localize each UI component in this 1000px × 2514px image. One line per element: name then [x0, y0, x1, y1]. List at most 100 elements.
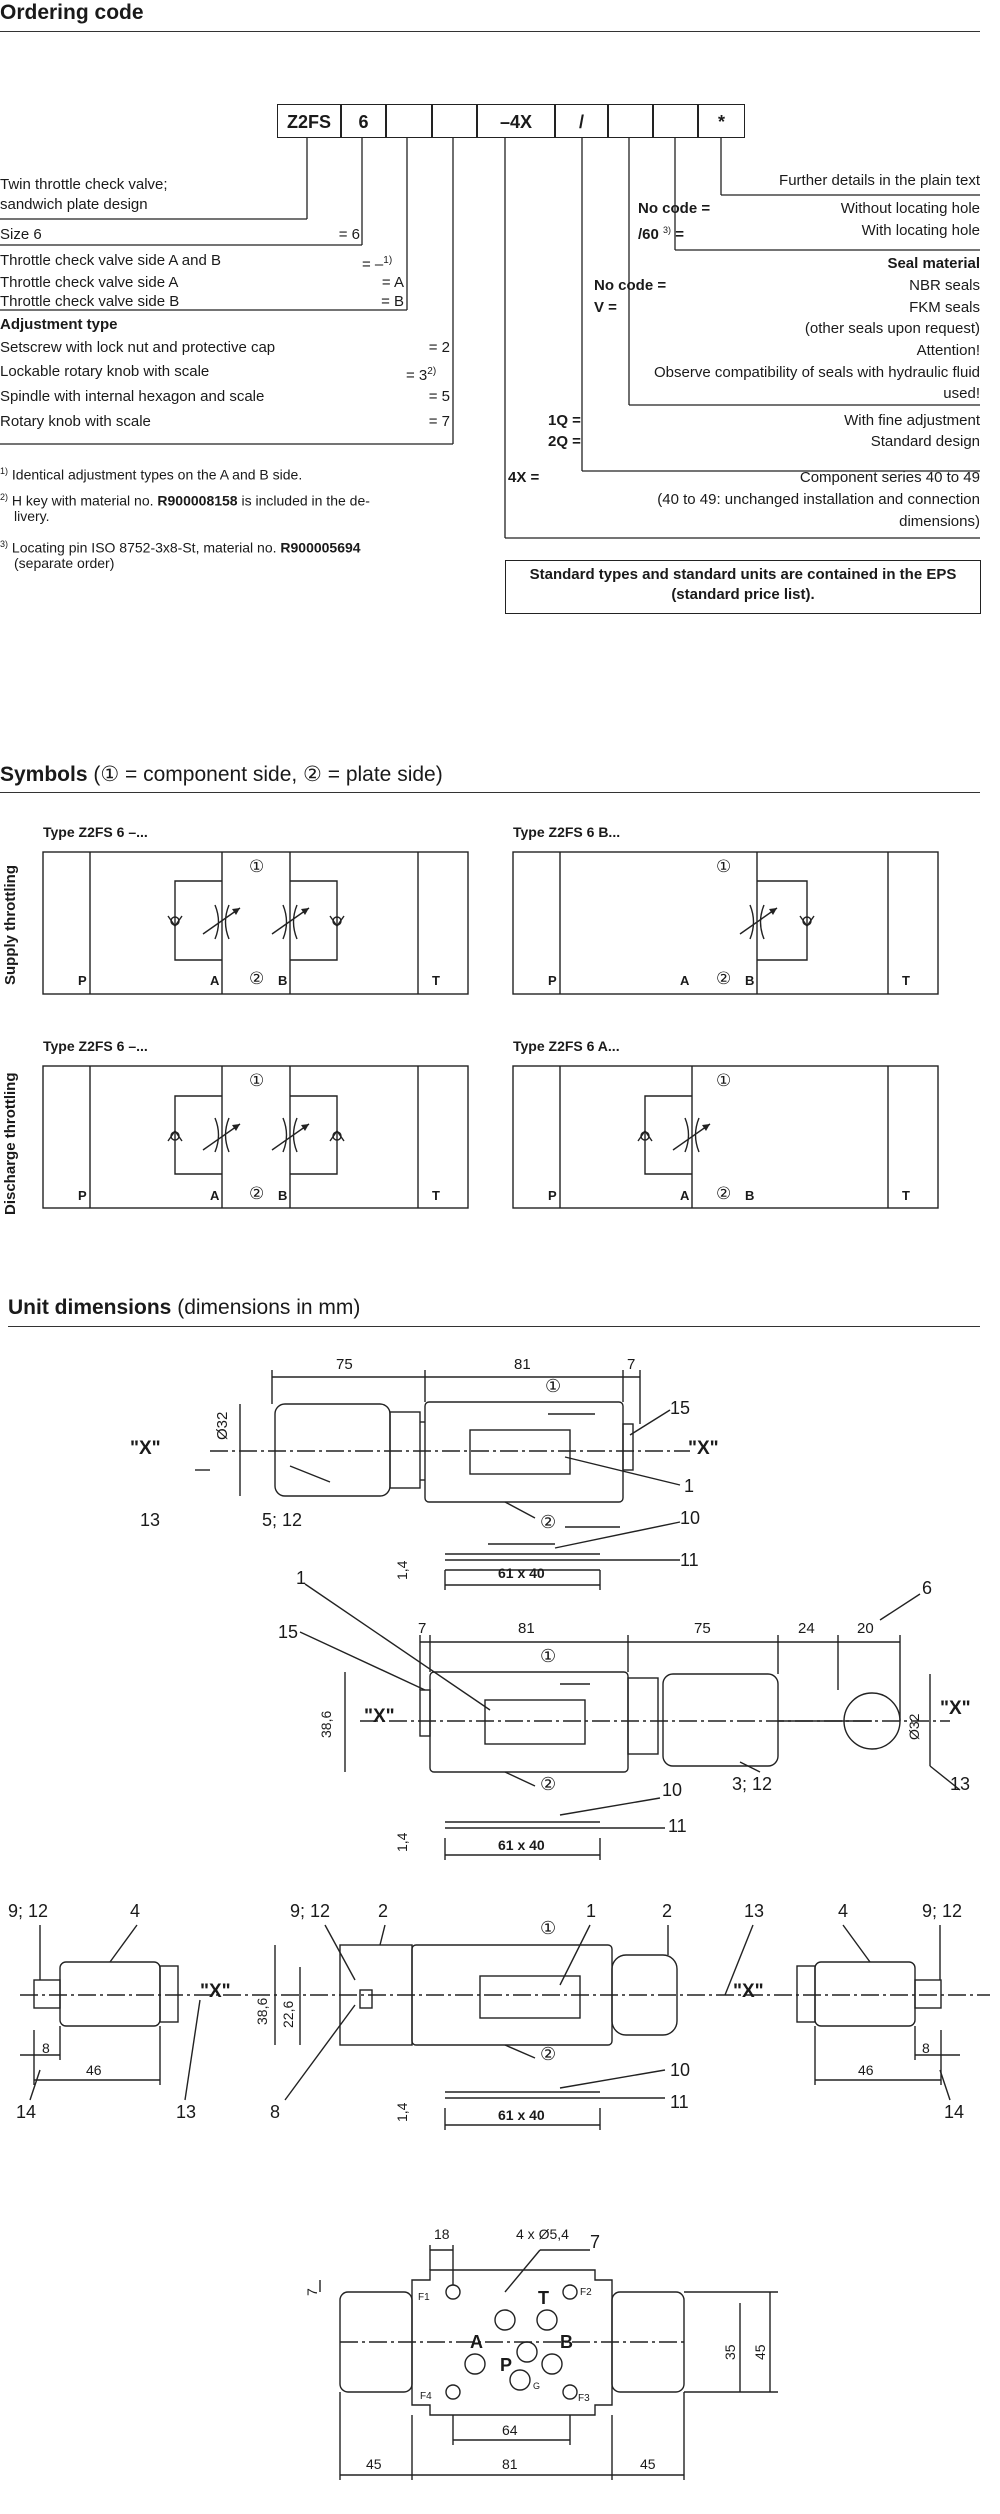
seal-other: (other seals upon request): [804, 320, 980, 337]
v3-mark-component-side: ①: [540, 1918, 557, 1938]
ab-label: Throttle check valve side A and B: [0, 252, 221, 269]
code-cell-star: *: [698, 104, 745, 138]
symbol1-title: Type Z2FS 6 –...: [43, 824, 148, 840]
ordering-leaders: [0, 138, 980, 539]
x4-value: Component series 40 to 49: [799, 469, 980, 486]
v3-x-left: "X": [200, 1981, 231, 2002]
code-cell-component-series: –4X: [477, 104, 555, 138]
q1-value: With fine adjustment: [844, 412, 980, 429]
v2-dim-61x40: 61 x 40: [498, 1837, 545, 1853]
symbol2-title: Type Z2FS 6 B...: [513, 824, 621, 840]
v2-dim-d32: Ø32: [906, 1713, 922, 1740]
v3-callout-4-left: 4: [130, 1901, 141, 1921]
v3-dim-8-left: 8: [42, 2040, 50, 2056]
v3-dim-38-6: 38,6: [254, 1997, 270, 2025]
seal-nocode-label: No code =: [594, 277, 667, 294]
v1-dim-1-4: 1,4: [394, 1560, 410, 1580]
v3-callout-4-right: 4: [838, 1901, 849, 1921]
observe-line2: used!: [943, 385, 980, 402]
a-label: Throttle check valve side A: [0, 274, 179, 291]
a-value: = A: [381, 274, 404, 291]
ab-footnote-ref: 1): [383, 255, 393, 266]
sixty-eq: =: [675, 226, 684, 243]
v1-dim-7: 7: [627, 1356, 636, 1373]
s4-component-side: ①: [716, 1071, 732, 1090]
s4-port-b: B: [745, 1188, 755, 1203]
adj3-value: = 5: [428, 388, 450, 405]
v4-callout-7: 7: [590, 2232, 601, 2252]
adj1-value: = 2: [428, 339, 450, 356]
v2-x-right: "X": [940, 1698, 971, 1719]
v4-port-p: P: [500, 2355, 513, 2375]
v3-callout-9-12-right: 9; 12: [922, 1901, 963, 1921]
v1-callout-11: 11: [680, 1550, 699, 1570]
observe-line1: Observe compatibility of seals with hydr…: [654, 364, 980, 381]
v1-dim-d32: Ø32: [214, 1411, 231, 1440]
sixty-value: With locating hole: [861, 222, 980, 239]
x4-note2: dimensions): [899, 513, 980, 530]
s3-port-t: T: [432, 1188, 440, 1203]
s4-port-p: P: [548, 1188, 557, 1203]
v2-dim-1-4: 1,4: [394, 1832, 410, 1852]
footnote2-text-end: is included in the de-: [237, 492, 370, 509]
v4-dim-holes: 4 x Ø5,4: [516, 2226, 569, 2242]
v3-callout-13-top: 13: [744, 1901, 765, 1921]
s3-port-p: P: [78, 1188, 87, 1203]
seal-nbr: NBR seals: [909, 277, 980, 294]
b-label: Throttle check valve side B: [0, 293, 180, 310]
v4-dim-45-left: 45: [366, 2456, 382, 2472]
v4-port-a: A: [470, 2332, 483, 2352]
v3-dim-8-right: 8: [922, 2040, 930, 2056]
symbols-rule: [0, 792, 980, 793]
v1-callout-5-12: 5; 12: [262, 1510, 303, 1530]
v1-dim-81: 81: [514, 1356, 531, 1373]
ab-value: = –: [362, 256, 384, 273]
v2-dim-20: 20: [857, 1620, 874, 1637]
symbols-heading: Symbols: [0, 763, 88, 786]
v3-callout-13-bottom: 13: [176, 2102, 197, 2122]
s4-port-a: A: [680, 1188, 690, 1203]
footnote2-line2: livery.: [14, 508, 50, 524]
v3-dim-46-left: 46: [86, 2062, 102, 2078]
b-value: = B: [381, 293, 404, 310]
code-cell-series: Z2FS: [277, 104, 341, 138]
heading-rule: [0, 31, 980, 32]
v4-dim-18: 18: [434, 2226, 450, 2242]
v4-port-b: B: [560, 2332, 573, 2352]
v4-port-t: T: [538, 2288, 549, 2308]
attention: Attention!: [916, 342, 980, 359]
footnote1-mark: 1): [0, 466, 9, 476]
v2-dim-24: 24: [798, 1620, 815, 1637]
v2-dim-81: 81: [518, 1620, 535, 1637]
v3-callout-9-12-left: 9; 12: [8, 1901, 49, 1921]
v4-g: G: [533, 2381, 541, 2391]
v4-f2: F2: [580, 2287, 592, 2298]
v2-callout-6: 6: [922, 1578, 933, 1598]
v3-callout-2-mid: 2: [378, 1901, 389, 1921]
adj2-value: = 3: [406, 367, 428, 384]
desc-line1: Twin throttle check valve;: [0, 176, 168, 193]
s1-port-a: A: [210, 973, 220, 988]
footnote1: Identical adjustment types on the A and …: [11, 466, 303, 483]
s2-plate-side: ②: [716, 969, 732, 988]
v4-dim-81: 81: [502, 2456, 518, 2472]
adj1-label: Setscrew with lock nut and protective ca…: [0, 339, 276, 356]
symbol3-title: Type Z2FS 6 –...: [43, 1038, 148, 1054]
sixty-label: /60: [638, 226, 659, 243]
nocode-label: No code =: [638, 200, 711, 217]
v4-dim-45-vertical: 45: [752, 2344, 768, 2360]
standard-types-note: Standard types and standard units are co…: [505, 560, 981, 614]
v3-callout-1: 1: [586, 1901, 597, 1921]
v4-f4: F4: [420, 2391, 432, 2402]
v2-dim-38-6: 38,6: [318, 1710, 334, 1738]
v3-dim-1-4: 1,4: [394, 2102, 410, 2122]
x4-note1: (40 to 49: unchanged installation and co…: [657, 491, 980, 508]
v2-dim-7: 7: [418, 1620, 427, 1637]
dimensions-rule: [8, 1326, 980, 1327]
s2-port-a: A: [680, 973, 690, 988]
desc-line2: sandwich plate design: [0, 196, 148, 213]
code-cell-q: /: [555, 104, 608, 138]
v1-dim-61x40: 61 x 40: [498, 1565, 545, 1581]
q1-label: 1Q =: [548, 412, 581, 429]
